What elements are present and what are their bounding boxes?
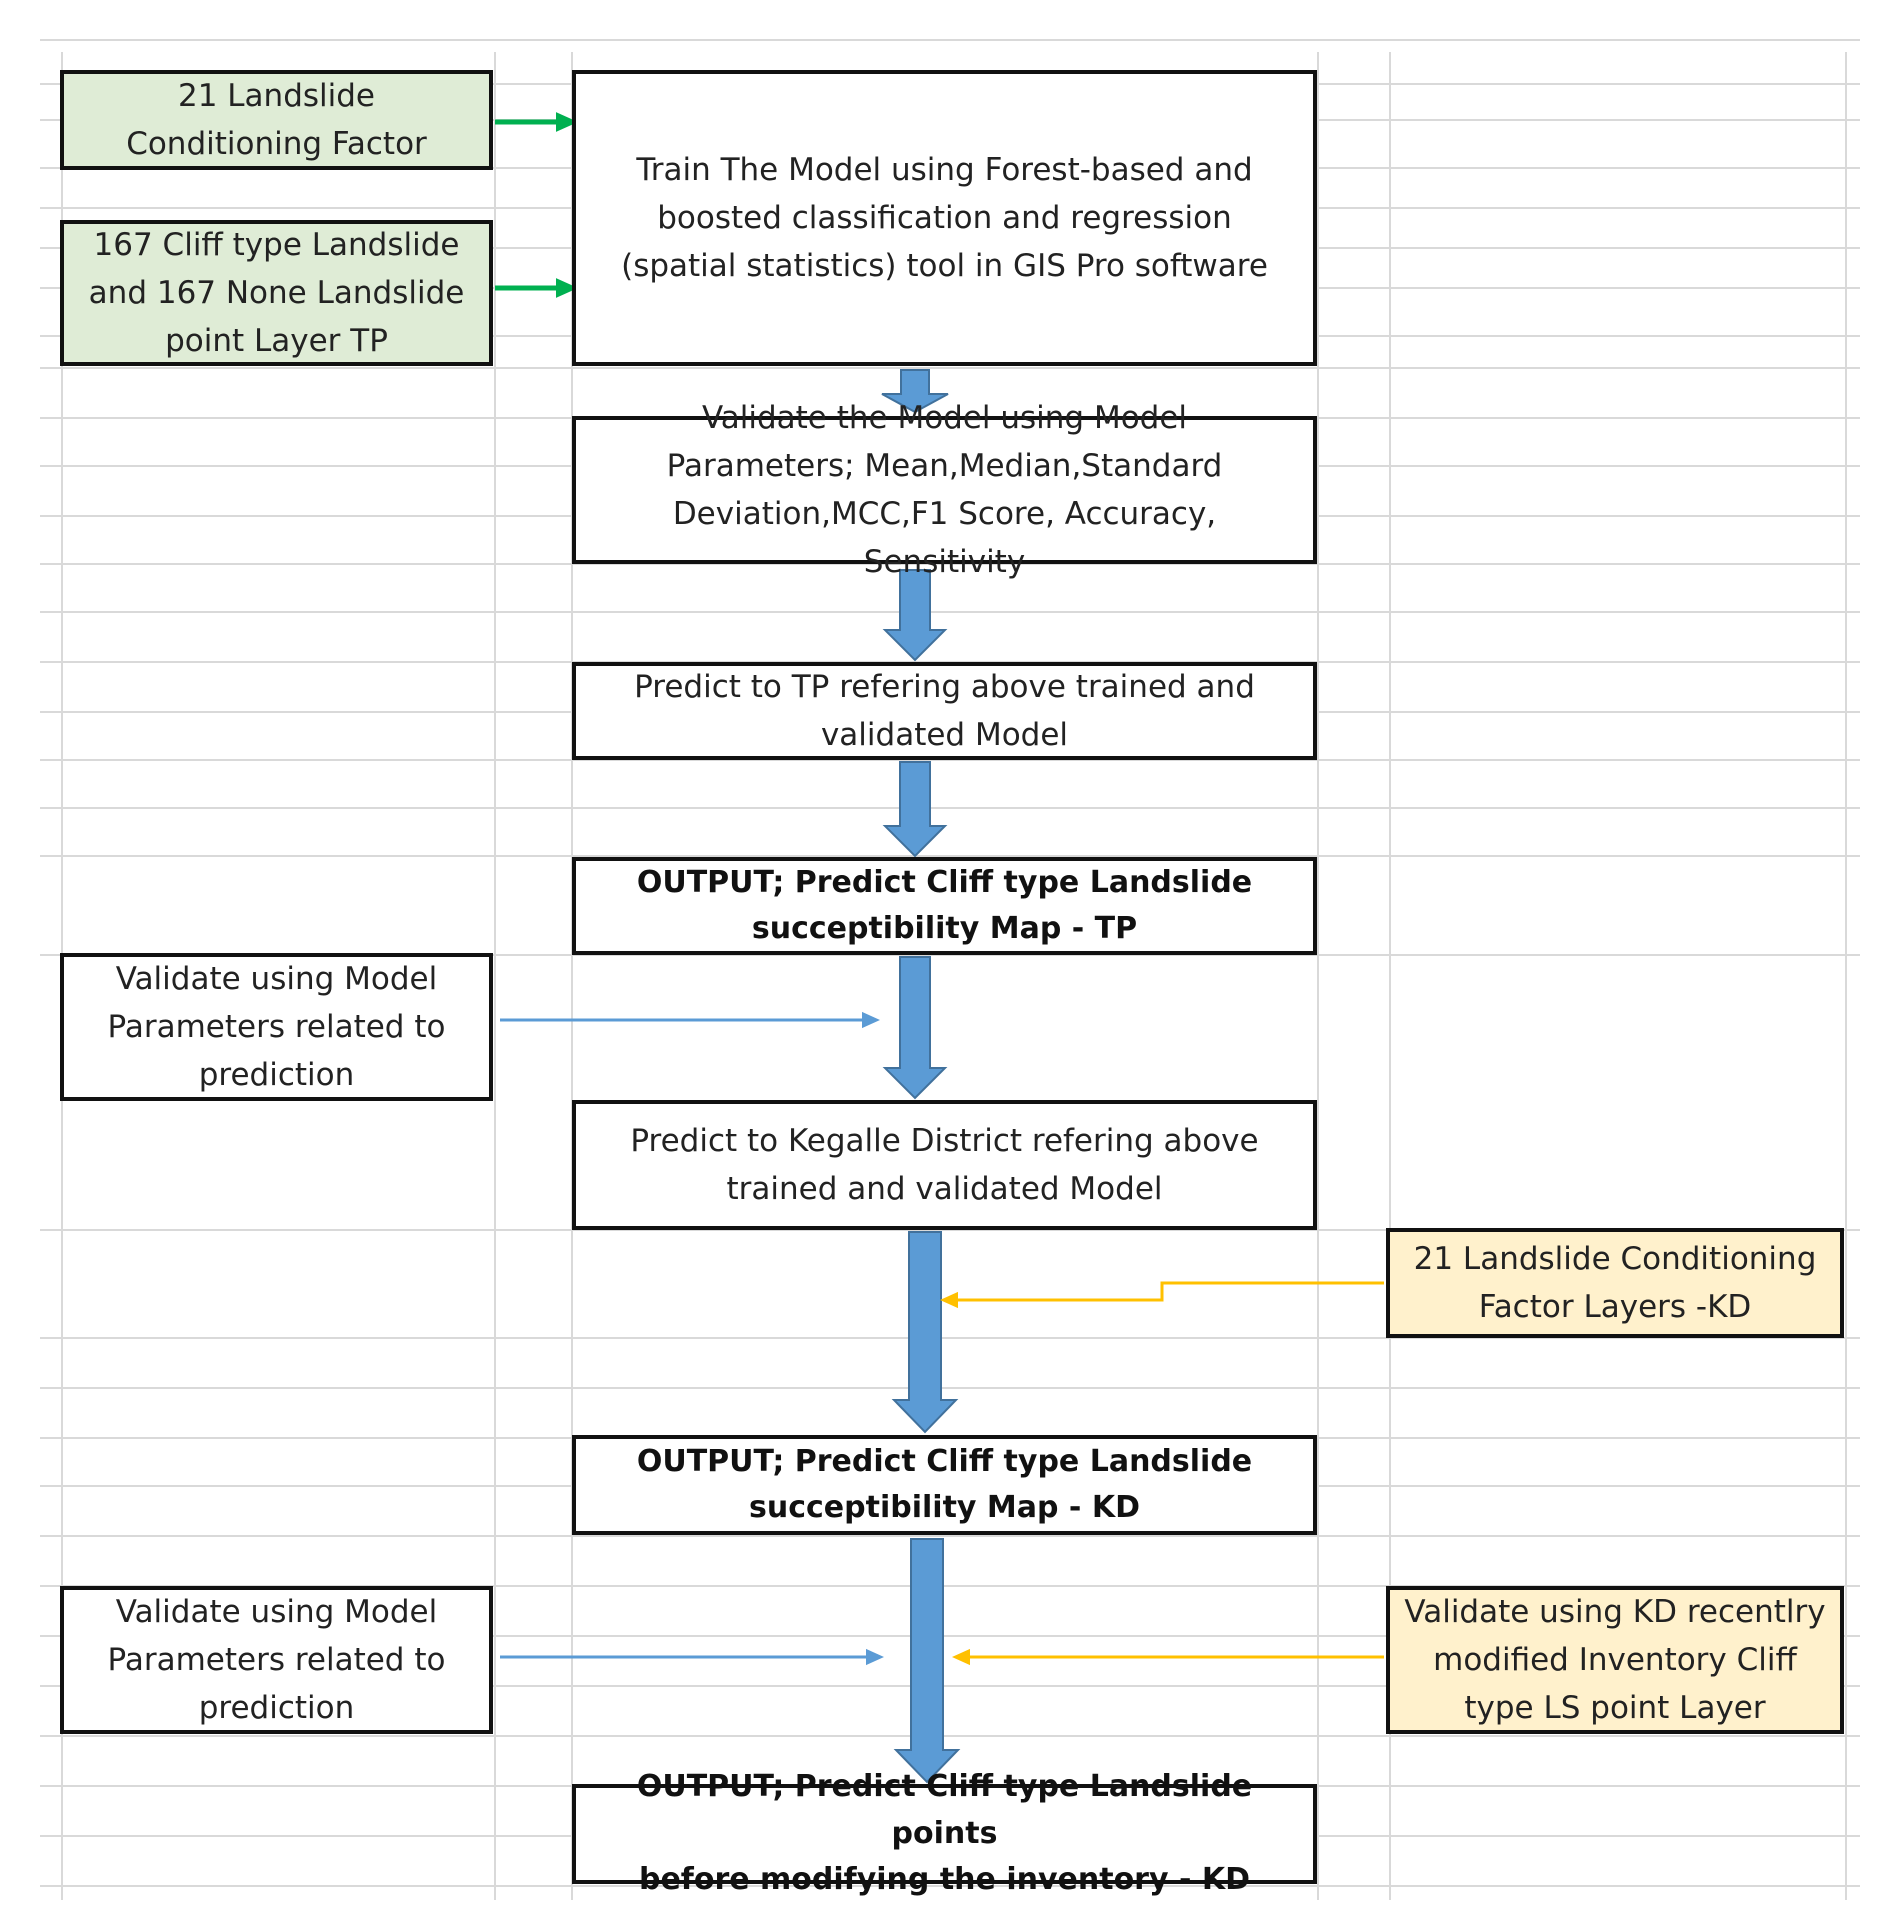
yellow-arrow-inventory-head	[952, 1648, 970, 1666]
down-block-arrow	[882, 569, 948, 662]
output-kd-text: OUTPUT; Predict Cliff type Landslide suc…	[636, 1443, 1253, 1526]
validate-prediction-text-1: Validate using Model Parameters related …	[107, 960, 446, 1094]
output-points-text: OUTPUT; Predict Cliff type Landslide poi…	[636, 1769, 1253, 1898]
factor-layers-kd-box: 21 Landslide Conditioning Factor Layers …	[1386, 1228, 1844, 1338]
yellow-arrow-factors-kd-head	[940, 1291, 958, 1309]
validate-prediction-text-2: Validate using Model Parameters related …	[107, 1593, 446, 1727]
predict-kegalle-text: Predict to Kegalle District refering abo…	[630, 1122, 1259, 1207]
factor-layers-kd-text: 21 Landslide Conditioning Factor Layers …	[1413, 1240, 1817, 1325]
landslide-factor-text: 21 Landslide Conditioning Factor	[126, 77, 427, 162]
output-kd-box: OUTPUT; Predict Cliff type Landslide suc…	[572, 1435, 1317, 1535]
cliff-points-box: 167 Cliff type Landslide and 167 None La…	[60, 220, 493, 366]
output-points-box: OUTPUT; Predict Cliff type Landslide poi…	[572, 1769, 1317, 1897]
down-block-arrow	[881, 369, 949, 414]
blue-arrow-validate-1-head	[862, 1011, 880, 1029]
predict-tp-text: Predict to TP refering above trained and…	[634, 668, 1255, 753]
down-block-arrow	[893, 1538, 961, 1784]
down-block-arrow	[882, 761, 948, 858]
validate-prediction-box-2: Validate using Model Parameters related …	[60, 1586, 493, 1734]
train-model-box: Train The Model using Forest-based and b…	[572, 70, 1317, 366]
yellow-arrow-factors-kd-line	[958, 1281, 1384, 1302]
down-block-arrow	[882, 956, 948, 1100]
output-tp-box: OUTPUT; Predict Cliff type Landslide suc…	[572, 857, 1317, 955]
output-tp-text: OUTPUT; Predict Cliff type Landslide suc…	[636, 864, 1253, 947]
validate-inventory-box: Validate using KD recentlry modified Inv…	[1386, 1586, 1844, 1734]
cliff-points-text: 167 Cliff type Landslide and 167 None La…	[88, 226, 465, 360]
validate-prediction-box-1: Validate using Model Parameters related …	[60, 953, 493, 1101]
validate-model-box: Validate the Model using Model Parameter…	[572, 400, 1317, 580]
predict-tp-box: Predict to TP refering above trained and…	[572, 662, 1317, 760]
validate-model-text: Validate the Model using Model Parameter…	[666, 399, 1223, 581]
green-arrow-factor-head	[556, 112, 578, 132]
predict-kegalle-box: Predict to Kegalle District refering abo…	[572, 1100, 1317, 1230]
train-model-text: Train The Model using Forest-based and b…	[621, 151, 1268, 285]
green-arrow-points-head	[556, 278, 578, 298]
landslide-factor-box: 21 Landslide Conditioning Factor	[60, 70, 493, 170]
validate-inventory-text: Validate using KD recentlry modified Inv…	[1404, 1593, 1826, 1727]
blue-arrow-validate-2-head	[866, 1648, 884, 1666]
down-block-arrow	[891, 1231, 959, 1434]
